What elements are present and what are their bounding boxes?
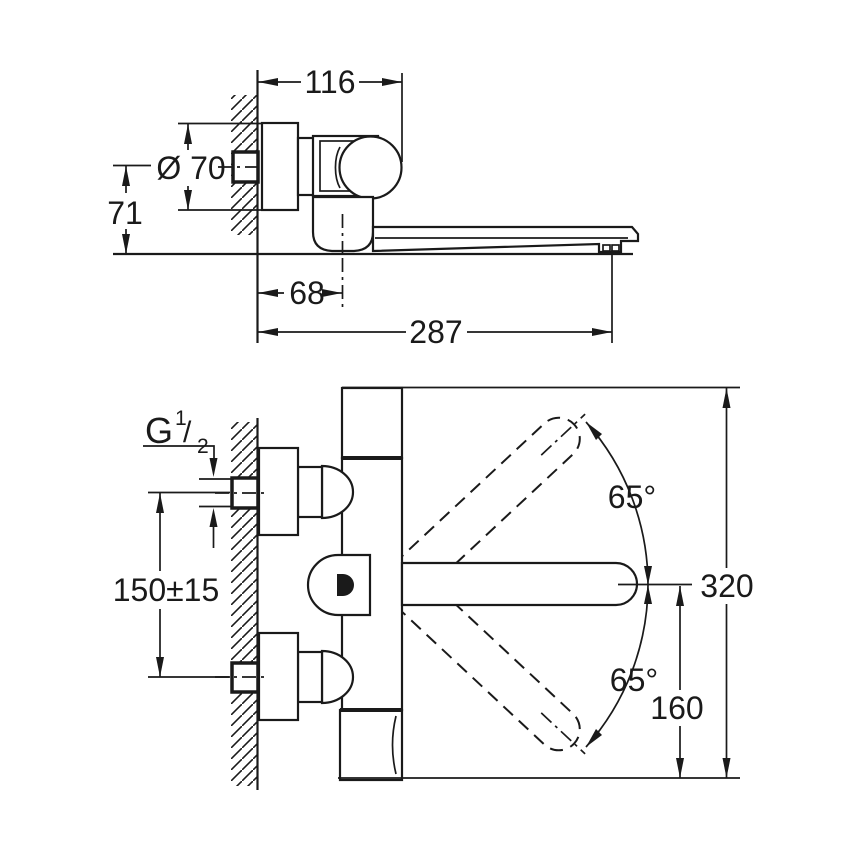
dim-dia70-label: Ø 70 bbox=[156, 150, 225, 186]
aerator-detail-left bbox=[602, 244, 611, 252]
swivel-spout-upper bbox=[393, 413, 586, 596]
dim-dia-70: Ø 70 bbox=[156, 122, 263, 211]
thread-letter: G bbox=[145, 410, 173, 451]
arrowhead-up bbox=[184, 124, 192, 144]
swivel-spout-upper-centerline bbox=[540, 413, 586, 456]
lower-connection-neck bbox=[296, 650, 324, 704]
arrowhead-right bbox=[382, 78, 402, 86]
thread-callout: G 1 / 2 bbox=[143, 407, 233, 548]
leader-line bbox=[143, 445, 215, 459]
aerator-detail-right bbox=[611, 244, 620, 252]
dim-287-label: 287 bbox=[409, 314, 462, 350]
arrowhead-up bbox=[122, 166, 130, 186]
arrowhead-up bbox=[156, 493, 164, 513]
dim-320: 320 bbox=[338, 386, 754, 779]
front-view: 65° 65° bbox=[113, 386, 754, 790]
arrowhead-up bbox=[209, 508, 218, 527]
arrowhead-up bbox=[722, 388, 731, 408]
upper-connection-neck bbox=[296, 465, 324, 519]
swivel-spout-lower-outline bbox=[393, 572, 581, 752]
arrowhead-down bbox=[676, 758, 684, 778]
temperature-knob bbox=[338, 135, 403, 200]
arrowhead-left bbox=[258, 78, 278, 86]
arc bbox=[585, 584, 649, 748]
body-neck bbox=[296, 136, 316, 197]
side-view: 116 Ø 70 71 68 bbox=[107, 64, 640, 350]
swivel-spout-lower bbox=[393, 572, 586, 755]
dim-160: 160 bbox=[650, 586, 704, 778]
dim-150: 150±15 bbox=[113, 491, 230, 678]
arrowhead-left bbox=[258, 328, 278, 336]
dim-116: 116 bbox=[258, 64, 403, 162]
wall-flange bbox=[260, 121, 300, 212]
angle-arc-upper: 65° bbox=[585, 421, 656, 586]
dim-68: 68 bbox=[258, 258, 344, 311]
dim-160-label: 160 bbox=[650, 690, 703, 726]
arrowhead-right bbox=[322, 289, 342, 297]
swivel-spout-upper-outline bbox=[393, 416, 581, 596]
dim-68-label: 68 bbox=[289, 275, 325, 311]
arrowhead-down bbox=[122, 234, 130, 254]
arc bbox=[585, 421, 649, 586]
dim-287: 287 bbox=[258, 250, 613, 350]
knob-face-arc bbox=[334, 146, 341, 189]
arrowhead-upper bbox=[644, 585, 652, 604]
arrowhead-down bbox=[156, 657, 164, 677]
dim-320-label: 320 bbox=[700, 568, 753, 604]
arrowhead-right bbox=[592, 328, 612, 336]
arrowhead-down bbox=[209, 458, 218, 477]
dim-150-label: 150±15 bbox=[113, 572, 220, 608]
lower-escutcheon bbox=[257, 631, 300, 722]
body-top-section bbox=[340, 386, 404, 460]
sensor-eye-icon bbox=[337, 574, 354, 596]
dim-71: 71 bbox=[107, 164, 151, 254]
thread-slash: / bbox=[183, 416, 192, 449]
arrowhead-down bbox=[184, 190, 192, 210]
dim-116-label: 116 bbox=[304, 64, 355, 100]
upper-escutcheon bbox=[257, 446, 300, 537]
dim-71-label: 71 bbox=[107, 195, 143, 231]
arrowhead-up bbox=[676, 586, 684, 606]
upper-connection-bulge bbox=[320, 464, 355, 520]
arrowhead-left bbox=[258, 289, 278, 297]
angle-arc-lower: 65° bbox=[585, 584, 658, 748]
angle-upper-label: 65° bbox=[608, 479, 656, 515]
arrowhead-lower bbox=[586, 729, 602, 747]
lower-connection-bulge bbox=[320, 649, 355, 705]
angle-lower-label: 65° bbox=[610, 662, 658, 698]
arrowhead-upper bbox=[586, 422, 602, 440]
spout-side bbox=[371, 225, 640, 254]
foot-contour-arc bbox=[391, 715, 397, 775]
thread-numerator: 1 bbox=[175, 407, 187, 430]
arrowhead-down bbox=[722, 758, 731, 778]
swivel-spout-lower-centerline bbox=[540, 712, 586, 755]
arrowhead-lower bbox=[644, 566, 652, 585]
spout-front bbox=[400, 561, 639, 607]
